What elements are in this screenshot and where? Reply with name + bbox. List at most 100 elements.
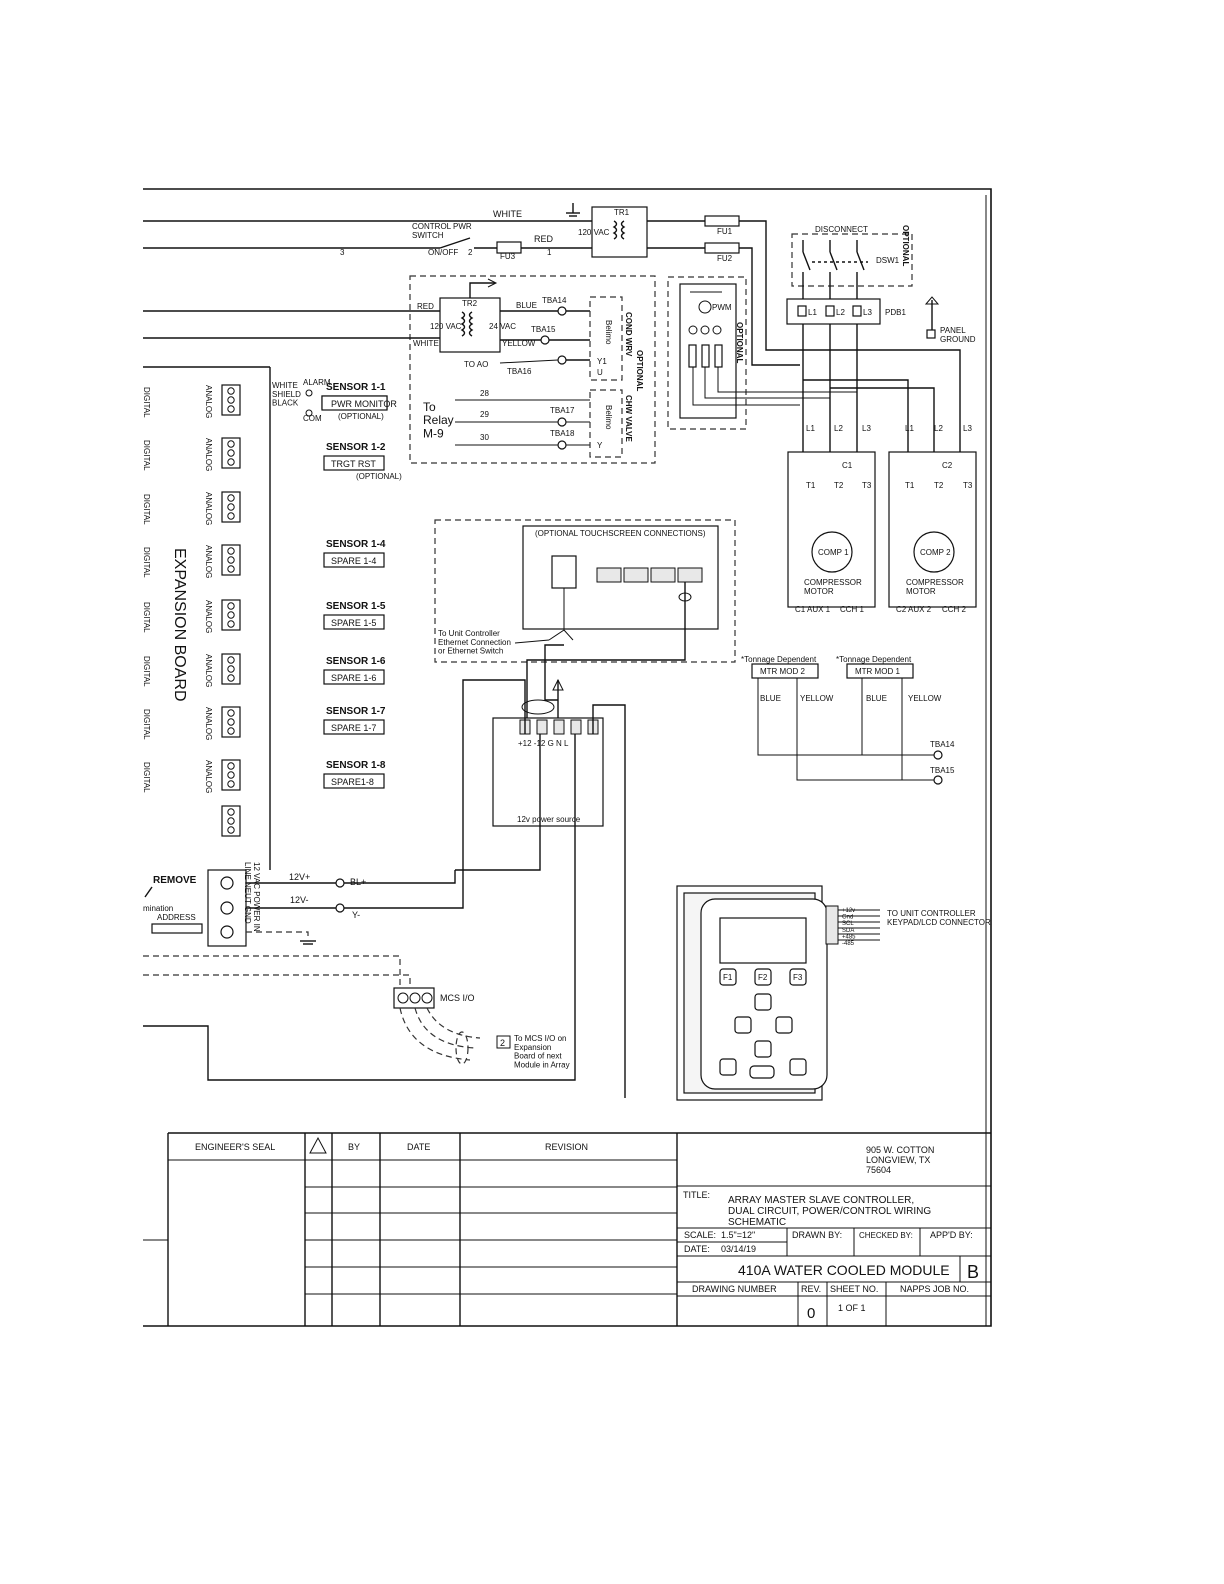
wire-28-label: 28 — [480, 389, 489, 398]
pwm-label: PWM — [712, 303, 732, 312]
terminal-screw — [227, 458, 235, 466]
mtr-tba15: TBA15 — [930, 766, 955, 775]
comp1-t2: T2 — [834, 481, 844, 490]
f1-label: F1 — [723, 973, 733, 982]
drawn-by-label: DRAWN BY: — [792, 1230, 842, 1240]
terminal-block — [221, 759, 241, 791]
f3-key[interactable] — [789, 968, 807, 986]
analog-label: ANALOG — [204, 385, 213, 418]
f1-key[interactable] — [719, 968, 737, 986]
sensor-name: SENSOR 1-8 — [326, 760, 386, 771]
comp1-l2: L2 — [834, 424, 843, 433]
sensor-box-label: PWR MONITOR — [331, 399, 397, 409]
analog-label: ANALOG — [204, 438, 213, 471]
sensor-name: SENSOR 1-1 — [326, 382, 386, 393]
psu-pins-label: +12 -12 G N L — [518, 739, 569, 748]
drawing-border — [143, 188, 992, 1327]
terminal-screw — [227, 449, 235, 457]
onoff-label: ON/OFF — [428, 248, 458, 257]
f2-label: F2 — [758, 973, 768, 982]
date-label: DATE: — [684, 1244, 710, 1254]
tr2-white: WHITE — [413, 339, 439, 348]
terminal-screw — [227, 665, 235, 673]
remove-label: REMOVE — [153, 875, 197, 886]
terminal-screw — [227, 565, 235, 573]
sensor-box-label: SPARE 1-6 — [331, 673, 376, 683]
fu1-label: FU1 — [717, 227, 733, 236]
white-wire-label: WHITE — [493, 209, 522, 219]
wire-2-label: 2 — [468, 248, 473, 257]
digital-label: DIGITAL — [142, 387, 151, 418]
comp2-l3: L3 — [963, 424, 972, 433]
pdb1-label: PDB1 — [885, 308, 906, 317]
mtr-mod-1-label: MTR MOD 1 — [855, 667, 900, 676]
rev-label: REV. — [801, 1284, 821, 1294]
f2-key[interactable] — [754, 968, 772, 986]
drawing-title: ARRAY MASTER SLAVE CONTROLLER,DUAL CIRCU… — [728, 1195, 931, 1228]
c2-label: C2 — [942, 461, 953, 470]
to-ao-label: TO AO — [464, 360, 488, 369]
sensor-name: SENSOR 1-5 — [326, 601, 386, 612]
sensor-box-label: TRGT RST — [331, 459, 376, 469]
red-wire-label: RED — [534, 234, 554, 244]
digital-label: DIGITAL — [142, 656, 151, 687]
tba15-label: TBA15 — [531, 325, 556, 334]
terminal-screw — [227, 826, 235, 834]
termination-label: mination — [143, 904, 173, 913]
sensor-box-label: SPARE 1-5 — [331, 618, 376, 628]
disconnect-label: DISCONNECT — [815, 225, 868, 234]
module-name: 410A WATER COOLED MODULE — [738, 1262, 950, 1278]
engineers-seal-label: ENGINEER'S SEAL — [195, 1142, 275, 1152]
mcs-io-label: MCS I/O — [440, 993, 475, 1003]
pwm-optional-label: OPTIONAL — [735, 322, 744, 363]
right-key[interactable] — [775, 1016, 793, 1034]
terminal-screw — [227, 727, 235, 735]
up-key[interactable] — [754, 993, 772, 1011]
cond-wrv-label: COND WRV — [624, 312, 633, 357]
down-key[interactable] — [754, 1040, 772, 1058]
terminal-block — [221, 599, 241, 631]
analog-label: ANALOG — [204, 707, 213, 740]
tr2-control-block: TR2 120 VAC 24 VAC RED WHITE BLUE YELLOW… — [143, 275, 656, 464]
wire-3-label: 3 — [340, 248, 345, 257]
menu-key[interactable] — [719, 1058, 737, 1076]
left-key[interactable] — [734, 1016, 752, 1034]
psu-label: 12v power source — [517, 815, 581, 824]
address-label: ADDRESS — [157, 913, 196, 922]
terminal-block — [221, 706, 241, 738]
wire-1-label: 1 — [547, 248, 552, 257]
title-label: TITLE: — [683, 1190, 710, 1200]
terminal-block — [221, 437, 241, 469]
sensor-note: (OPTIONAL) — [356, 472, 402, 481]
digital-label: DIGITAL — [142, 762, 151, 793]
fu2-label: FU2 — [717, 254, 733, 263]
terminal-screw — [227, 808, 235, 816]
analog-label: ANALOG — [204, 600, 213, 633]
napps-job-label: NAPPS JOB NO. — [900, 1284, 969, 1294]
terminal-screw — [227, 556, 235, 564]
c1-label: C1 — [842, 461, 853, 470]
sensor-box — [323, 455, 385, 471]
sensor-box-label: SPARE 1-7 — [331, 723, 376, 733]
terminal-block — [221, 653, 241, 685]
comp1-l1: L1 — [806, 424, 815, 433]
enter-key[interactable] — [789, 1058, 807, 1076]
tonnage-1-label: *Tonnage Dependent — [836, 655, 912, 664]
y-label: Y — [597, 441, 603, 450]
terminal-screw — [227, 440, 235, 448]
comp1-label: COMP 1 — [818, 548, 849, 557]
